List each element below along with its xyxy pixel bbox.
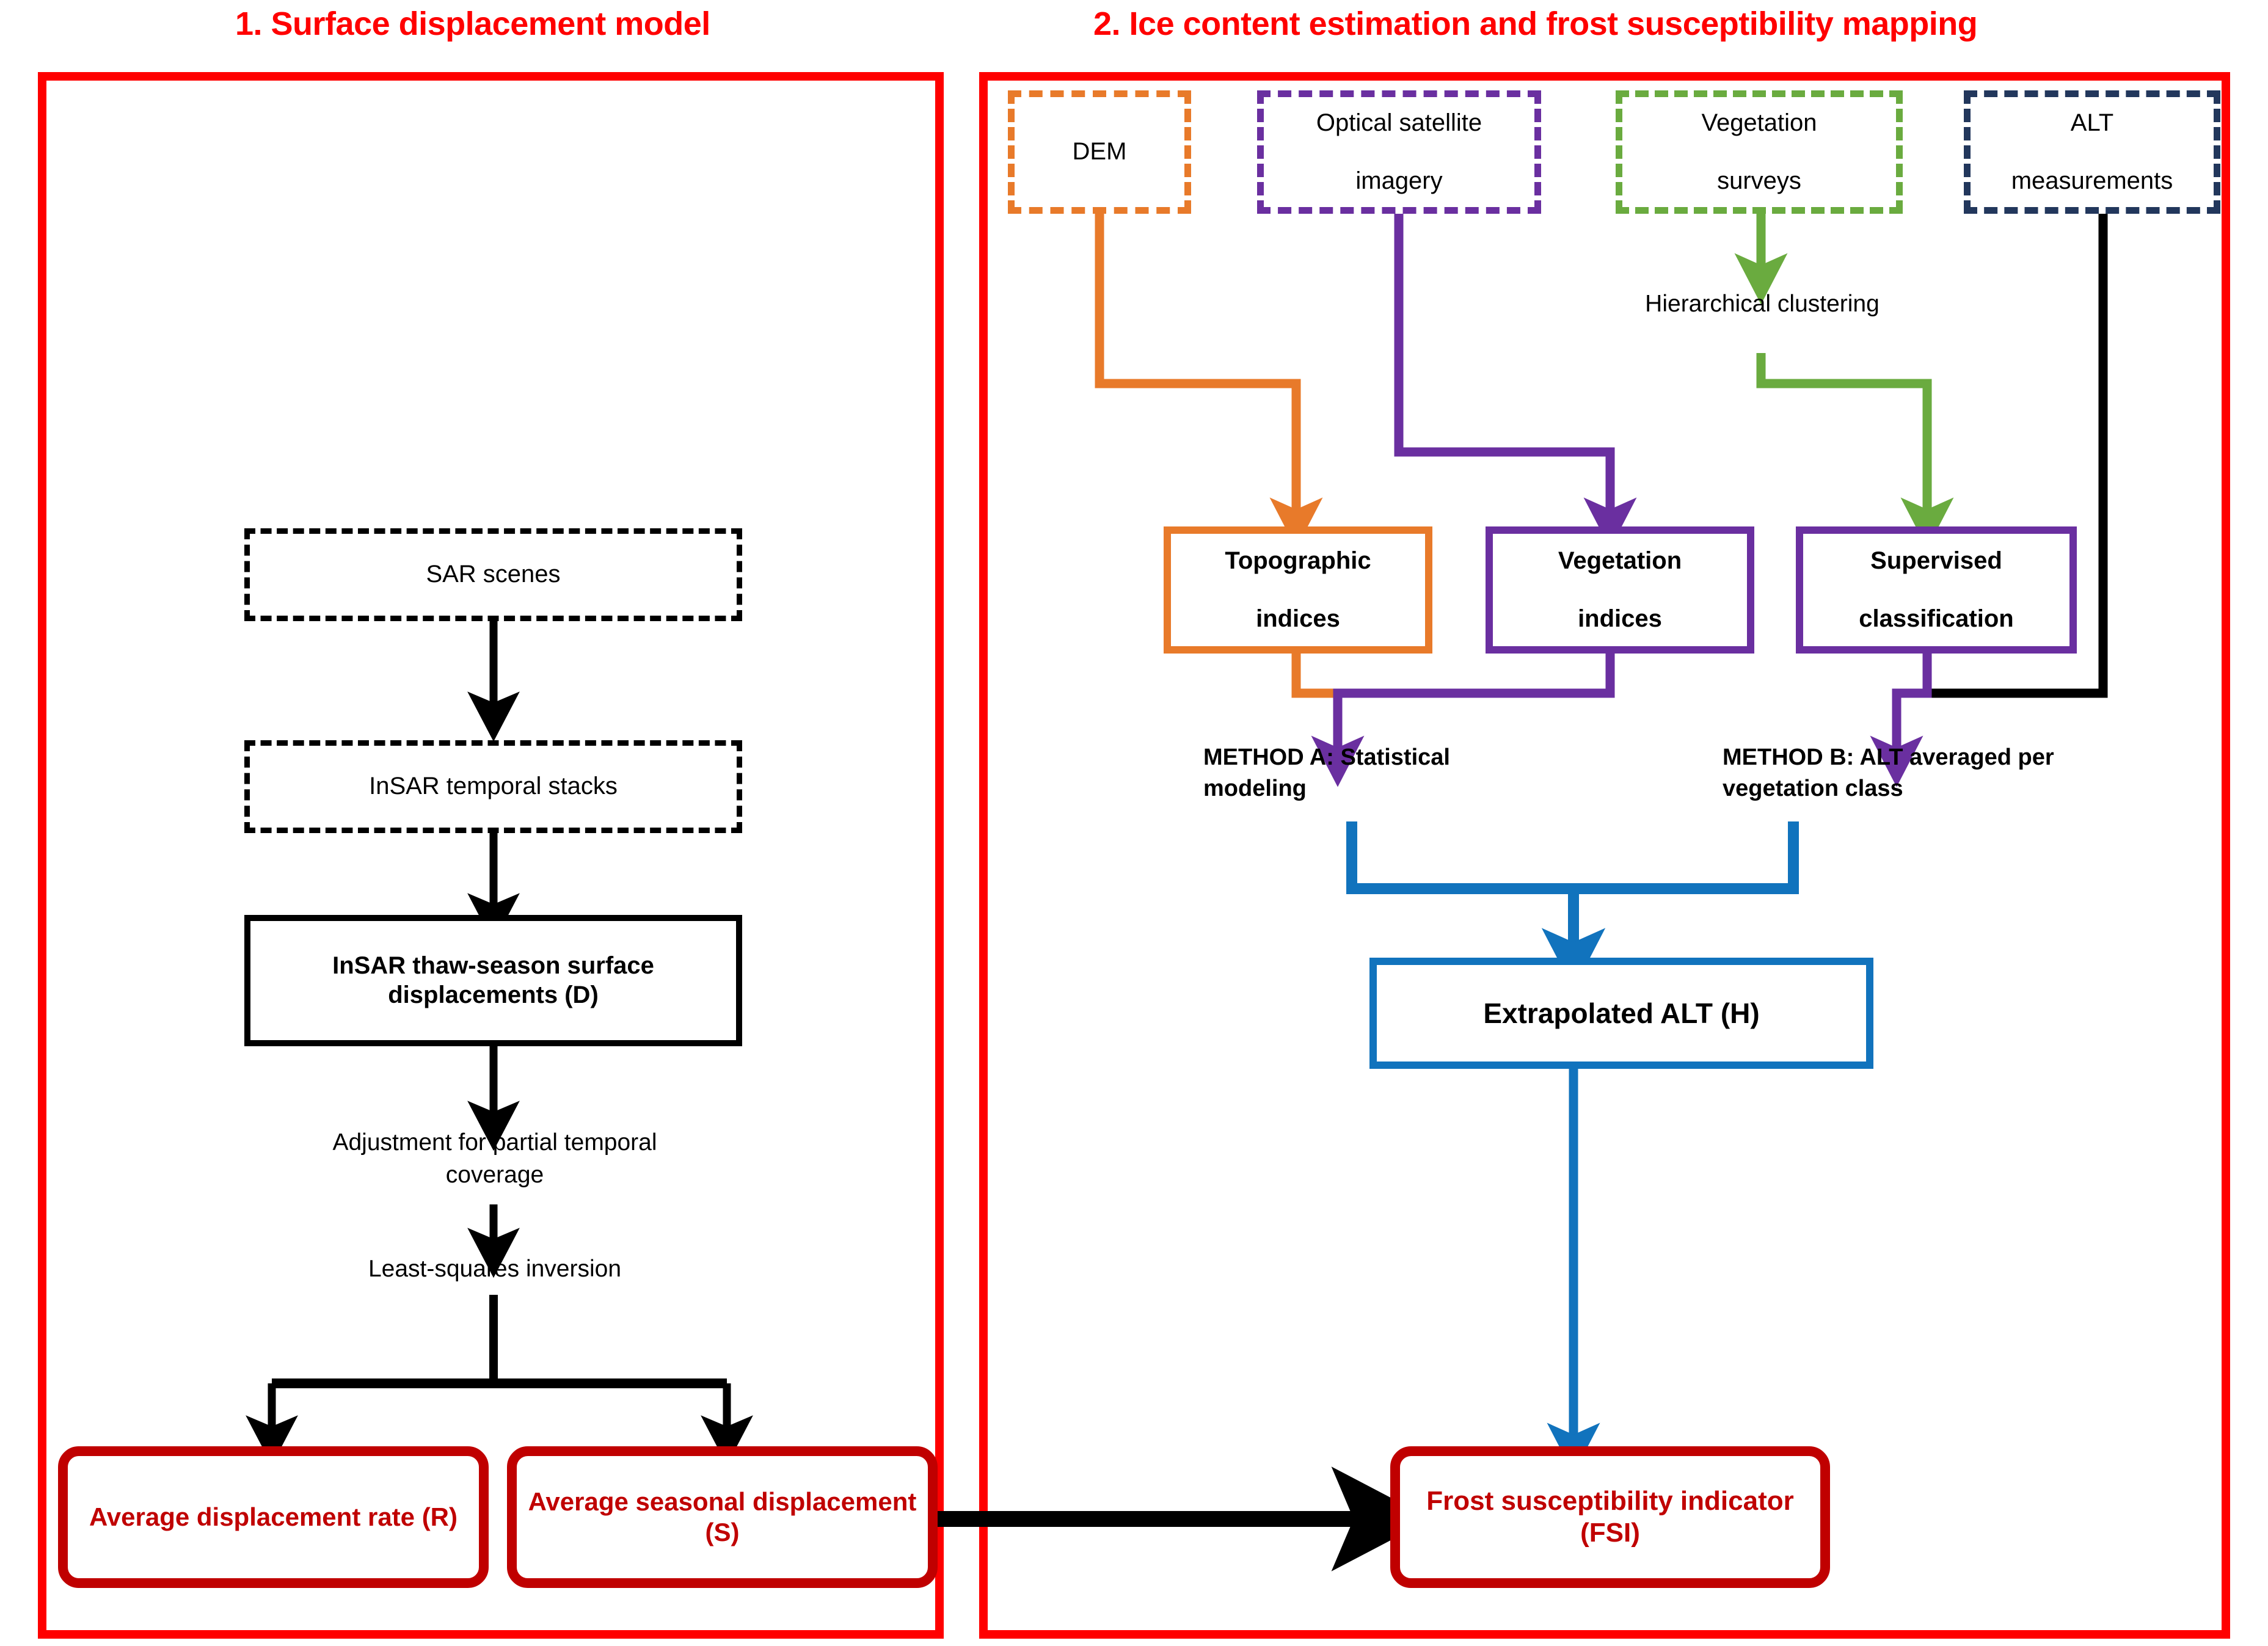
node-optical-satellite-imagery[interactable]: Optical satellite imagery — [1257, 90, 1541, 214]
node-insar-thaw-season-displacements[interactable]: InSAR thaw-season surface displacements … — [244, 915, 742, 1046]
left-panel-title: 1. Surface displacement model — [235, 5, 710, 42]
node-extrapolated-alt[interactable]: Extrapolated ALT (H) — [1369, 958, 1873, 1069]
node-alt-measurements-line1: ALT — [2070, 109, 2114, 137]
left-panel-frame — [38, 72, 944, 1639]
node-frost-susceptibility-indicator[interactable]: Frost susceptibility indicator (FSI) — [1390, 1446, 1830, 1588]
right-panel-title: 2. Ice content estimation and frost susc… — [1093, 5, 1978, 42]
node-average-seasonal-displacement-label: Average seasonal displacement (S) — [528, 1487, 917, 1546]
caption-adjustment-line2: coverage — [445, 1161, 544, 1188]
node-supervised-classification[interactable]: Supervised classification — [1796, 526, 2077, 654]
node-extrapolated-alt-label: Extrapolated ALT (H) — [1483, 997, 1760, 1029]
node-alt-measurements-line2: measurements — [2011, 167, 2173, 194]
node-vegetation-indices-line2: indices — [1578, 605, 1662, 632]
caption-method-a: METHOD A: Statistical modeling — [1203, 742, 1545, 805]
node-sar-scenes[interactable]: SAR scenes — [244, 528, 742, 621]
node-insar-thaw-season-displacements-label: InSAR thaw-season surface displacements … — [332, 952, 654, 1008]
node-topographic-indices[interactable]: Topographic indices — [1164, 526, 1432, 654]
node-optical-satellite-imagery-line1: Optical satellite — [1316, 109, 1482, 137]
node-optical-satellite-imagery-line2: imagery — [1355, 167, 1443, 194]
caption-least-squares-inversion-line1: Least-squares inversion — [368, 1256, 622, 1282]
caption-adjustment-line1: Adjustment for partial temporal — [332, 1129, 657, 1156]
node-topographic-indices-line2: indices — [1256, 605, 1340, 632]
node-vegetation-surveys-line1: Vegetation — [1701, 109, 1817, 137]
node-supervised-classification-line1: Supervised — [1870, 547, 2002, 575]
node-insar-temporal-stacks[interactable]: InSAR temporal stacks — [244, 740, 742, 833]
node-frost-susceptibility-indicator-label: Frost susceptibility indicator (FSI) — [1426, 1486, 1794, 1548]
caption-method-a-line1: METHOD A: Statistical — [1203, 745, 1450, 770]
node-vegetation-indices-line1: Vegetation — [1558, 547, 1682, 575]
node-vegetation-indices[interactable]: Vegetation indices — [1486, 526, 1754, 654]
node-supervised-classification-line2: classification — [1859, 605, 2014, 632]
node-dem-line1: DEM — [1072, 138, 1127, 166]
node-vegetation-surveys[interactable]: Vegetation surveys — [1616, 90, 1903, 214]
caption-method-a-line2: modeling — [1203, 776, 1307, 802]
node-dem[interactable]: DEM — [1008, 90, 1191, 214]
node-average-displacement-rate-label: Average displacement rate (R) — [89, 1502, 458, 1532]
node-vegetation-surveys-line2: surveys — [1717, 167, 1801, 194]
caption-adjustment: Adjustment for partial temporal coverage — [263, 1127, 727, 1191]
caption-method-b-line1: METHOD B: ALT averaged per — [1723, 745, 2054, 770]
caption-hierarchical-clustering: Hierarchical clustering — [1576, 288, 1949, 321]
node-average-seasonal-displacement[interactable]: Average seasonal displacement (S) — [507, 1446, 938, 1588]
caption-method-b: METHOD B: ALT averaged per vegetation cl… — [1723, 742, 2126, 805]
node-average-displacement-rate[interactable]: Average displacement rate (R) — [58, 1446, 489, 1588]
caption-hierarchical-clustering-text: Hierarchical clustering — [1645, 291, 1880, 317]
node-topographic-indices-line1: Topographic — [1225, 547, 1371, 575]
node-insar-temporal-stacks-label: InSAR temporal stacks — [369, 773, 618, 800]
node-alt-measurements[interactable]: ALT measurements — [1964, 90, 2220, 214]
caption-method-b-line2: vegetation class — [1723, 776, 1903, 802]
node-sar-scenes-label: SAR scenes — [426, 561, 561, 588]
caption-least-squares-inversion: Least-squares inversion — [263, 1253, 727, 1286]
